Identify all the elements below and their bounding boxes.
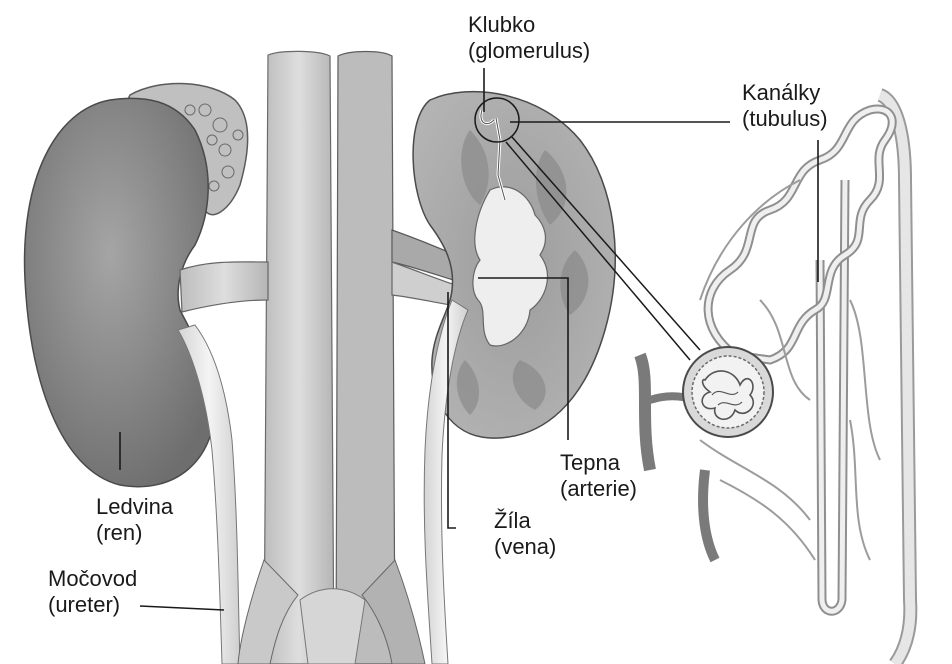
label-vein: Žíla (vena) — [494, 508, 556, 560]
label-vein-line1: Žíla — [494, 508, 531, 533]
great-vessels — [237, 50, 426, 664]
nephron-detail — [634, 88, 918, 664]
ureter-leader — [139, 605, 225, 611]
right-kidney-section — [412, 90, 616, 664]
leader-lines — [119, 68, 819, 611]
label-artery: Tepna (arterie) — [560, 450, 637, 502]
label-tubulus: Kanálky (tubulus) — [742, 80, 828, 132]
label-glomerulus-line1: Klubko — [468, 12, 536, 37]
label-ureter-line2: (ureter) — [48, 592, 121, 617]
left-ureter — [177, 324, 241, 664]
glomerulus-zoom-circle — [474, 97, 520, 143]
label-vein-line2: (vena) — [494, 534, 557, 559]
label-ureter-line1: Močovod — [48, 566, 138, 591]
label-artery-line2: (arterie) — [560, 476, 638, 501]
left-renal-vessels — [179, 261, 269, 313]
label-kidney: Ledvina (ren) — [96, 494, 173, 546]
label-glomerulus-line2: (glomerulus) — [468, 38, 591, 63]
label-tubulus-line2: (tubulus) — [742, 106, 828, 131]
zoom-lines — [474, 97, 701, 361]
vein-leader — [447, 292, 456, 529]
artery-leader — [478, 277, 569, 440]
label-ureter: Močovod (ureter) — [48, 566, 137, 618]
label-kidney-line2: (ren) — [96, 520, 143, 545]
label-glomerulus: Klubko (glomerulus) — [468, 12, 590, 64]
glomerulus-tuft — [701, 370, 755, 420]
label-kidney-line1: Ledvina — [96, 494, 174, 519]
label-tubulus-line1: Kanálky — [742, 80, 821, 105]
label-artery-line1: Tepna — [560, 450, 620, 475]
